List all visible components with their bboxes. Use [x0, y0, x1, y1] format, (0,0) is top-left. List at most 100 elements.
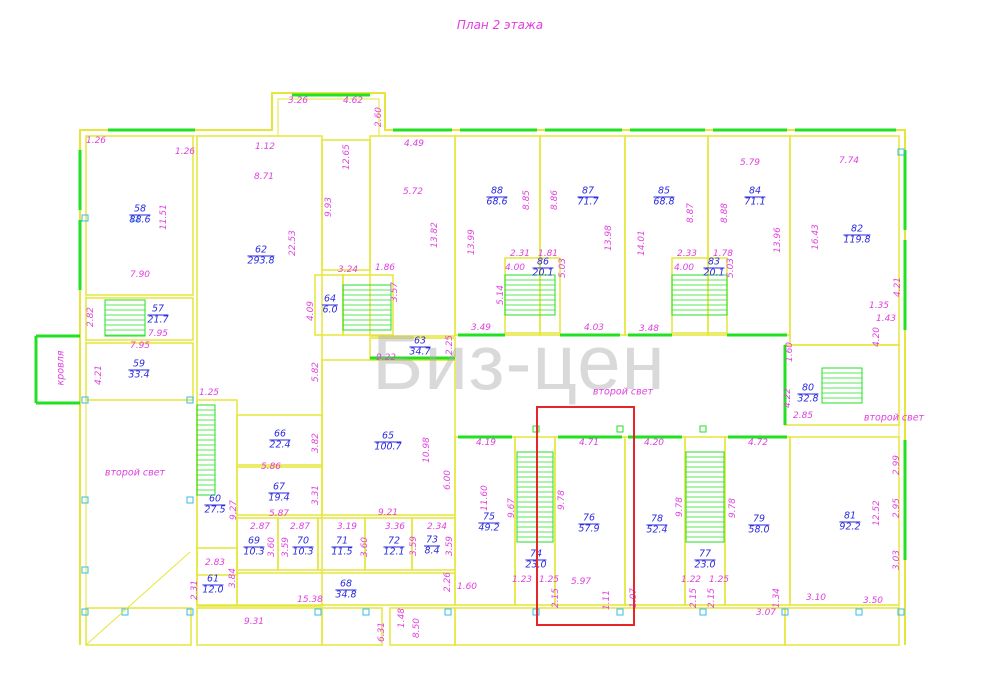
- dimension-label: 2.15: [707, 587, 717, 609]
- room-number: 76: [578, 513, 600, 525]
- dimension-label: 1.43: [875, 314, 897, 324]
- dimension-label: 1.26: [174, 147, 196, 157]
- dimension-label: 2.85: [792, 411, 814, 421]
- room-area: 23.0: [694, 559, 716, 571]
- dimension-label: 2.15: [689, 587, 699, 609]
- room-number: 86: [532, 257, 554, 269]
- dimension-label: 3.60: [267, 536, 277, 558]
- dimension-label: 2.87: [289, 522, 311, 532]
- room-number: 62: [247, 245, 275, 257]
- room-area: 52.4: [646, 524, 668, 536]
- dimension-label: 3.19: [336, 522, 358, 532]
- watermark: Биз-цен: [372, 318, 666, 406]
- room-area: 68.6: [486, 196, 508, 208]
- room-number: 63: [409, 336, 431, 348]
- dimension-label: 4.49: [403, 139, 425, 149]
- dimension-label: 3.60: [360, 536, 370, 558]
- dimension-label: 1.12: [254, 142, 276, 152]
- room-number: 58: [129, 204, 151, 216]
- dimension-label: 2.83: [204, 558, 226, 568]
- column-marker: [81, 396, 89, 404]
- room-number: 59: [128, 359, 150, 371]
- dimension-label: 5.79: [739, 158, 761, 168]
- dimension-label: 2.60: [374, 106, 384, 128]
- dimension-label: 3.36: [384, 522, 406, 532]
- dimension-label: 3.57: [390, 281, 400, 303]
- dimension-label: 7.95: [129, 341, 151, 351]
- room-number: 57: [147, 304, 169, 316]
- room-number: 75: [478, 512, 500, 524]
- room-area: 100.7: [374, 441, 402, 453]
- room-number: 79: [748, 514, 770, 526]
- room-number: 72: [383, 536, 405, 548]
- ramp-line: [85, 551, 191, 646]
- dimension-label: 15.38: [297, 595, 323, 605]
- dimension-label: 1.48: [397, 607, 407, 629]
- dimension-label: 4.19: [475, 438, 497, 448]
- room-number: 88: [486, 186, 508, 198]
- dimension-label: 1.78: [712, 249, 734, 259]
- dimension-label: 9.31: [243, 617, 265, 627]
- room-area: 34.8: [335, 589, 357, 601]
- room-outline: [85, 607, 192, 646]
- dimension-label: 3.07: [755, 608, 777, 618]
- dimension-label: 3.82: [311, 432, 321, 454]
- room-number: 65: [374, 431, 402, 443]
- dimension-label: 3.59: [409, 535, 419, 557]
- room-number: 67: [268, 482, 290, 494]
- dimension-label: 4.20: [872, 326, 882, 348]
- dimension-label: 1.25: [708, 575, 730, 585]
- room-area: 293.8: [247, 255, 275, 267]
- room-outline: [784, 607, 900, 646]
- dimension-label: 1.25: [538, 575, 560, 585]
- room-number: 80: [797, 383, 819, 395]
- room-outline: [85, 342, 194, 401]
- room-area: 71.1: [744, 196, 766, 208]
- dimension-label: 2.99: [892, 454, 902, 476]
- dimension-label: 4.71: [578, 438, 600, 448]
- room-area: 21.7: [147, 314, 169, 326]
- dimension-label: 4.21: [94, 364, 104, 386]
- dimension-label: 2.25: [445, 334, 455, 356]
- dimension-label: 5.97: [570, 577, 592, 587]
- selected-room-highlight[interactable]: [536, 406, 635, 626]
- column-marker: [186, 608, 194, 616]
- room-number: 85: [653, 186, 675, 198]
- dimension-label: 2.95: [892, 497, 902, 519]
- dimension-label: 8.87: [686, 202, 696, 224]
- room-number: 64: [321, 293, 339, 306]
- dimension-label: 7.74: [838, 156, 860, 166]
- column-marker: [81, 566, 89, 574]
